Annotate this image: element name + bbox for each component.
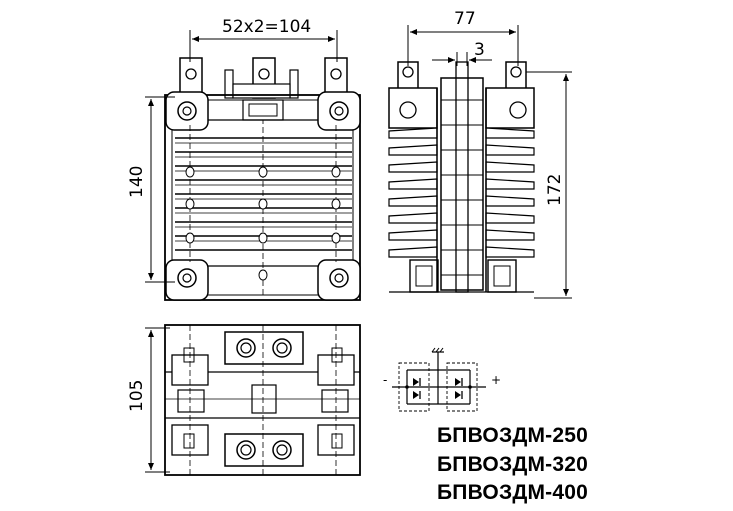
dimension-bottom-height (145, 327, 170, 473)
model-name-400: БПВОЗДМ-400 (437, 481, 589, 504)
front-view (164, 57, 361, 301)
model-name-250: БПВОЗДМ-250 (437, 424, 589, 447)
dimension-side-width-label: 77 (454, 9, 476, 29)
schematic-plus-label: + (491, 373, 501, 387)
schematic-minus-label: - (383, 373, 387, 387)
side-view (388, 61, 535, 293)
dimension-bottom-height-label: 105 (127, 380, 147, 412)
dimension-top-width (189, 30, 338, 62)
dimension-gap (432, 52, 492, 66)
dimension-gap-label: 3 (474, 40, 485, 60)
dimension-side-height-label: 172 (545, 174, 565, 206)
dimension-side-height (526, 71, 572, 299)
bridge-rectifier-schematic (392, 347, 486, 412)
model-name-320: БПВОЗДМ-320 (437, 453, 589, 476)
dimension-front-height-label: 140 (127, 166, 147, 198)
dimension-side-width (407, 25, 519, 66)
bottom-view (164, 324, 361, 476)
dimension-front-height (145, 96, 175, 283)
dimension-top-width-label: 52x2=104 (222, 17, 311, 37)
